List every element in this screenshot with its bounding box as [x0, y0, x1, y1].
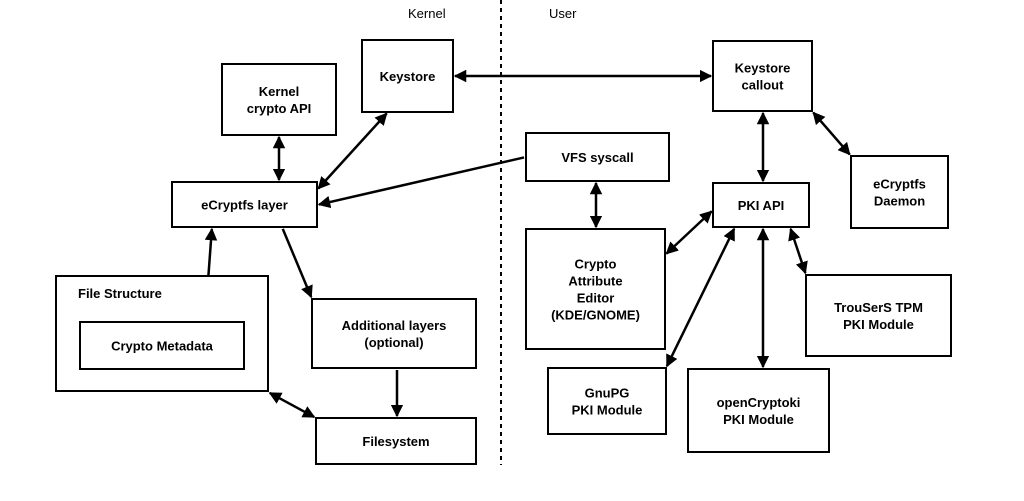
node-pki-api[interactable]: PKI API: [712, 182, 810, 228]
node-label: PKI Module: [572, 403, 643, 418]
node-label: PKI API: [738, 198, 784, 213]
zone-label-kernel: Kernel: [408, 6, 446, 21]
node-label: Keystore: [735, 61, 791, 76]
node-keystore-callout[interactable]: Keystore callout: [712, 40, 813, 112]
node-label: eCryptfs layer: [201, 198, 288, 213]
node-label: Crypto Metadata: [111, 339, 214, 354]
node-label: Attribute: [568, 274, 622, 289]
node-label: Daemon: [874, 194, 925, 209]
node-filesystem[interactable]: Filesystem: [315, 417, 477, 465]
node-label: crypto API: [247, 101, 312, 116]
node-label: Crypto: [575, 257, 617, 272]
edge-pki-api-to-crypto-attribute-editor: [665, 210, 713, 255]
node-label: PKI Module: [723, 412, 794, 427]
node-label: GnuPG: [585, 386, 630, 401]
node-label: VFS syscall: [561, 150, 633, 165]
edge-ecryptfs-layer-to-keystore: [317, 112, 388, 190]
node-label: Additional layers: [342, 318, 447, 333]
node-label: openCryptoki: [717, 395, 801, 410]
node-ecryptfs-layer[interactable]: eCryptfs layer: [171, 181, 318, 228]
node-vfs-syscall[interactable]: VFS syscall: [525, 132, 670, 182]
node-label: Kernel: [259, 84, 299, 99]
node-label: PKI Module: [843, 317, 914, 332]
node-label: File Structure: [78, 286, 162, 301]
edge-file-structure-to-filesystem: [268, 391, 316, 419]
node-crypto-metadata[interactable]: Crypto Metadata: [79, 321, 245, 370]
node-label: Filesystem: [362, 434, 429, 449]
node-gnupg[interactable]: GnuPG PKI Module: [547, 367, 667, 435]
edge-vfs-syscall-to-ecryptfs-layer: [317, 156, 525, 209]
node-label: eCryptfs: [873, 177, 926, 192]
node-label: callout: [742, 78, 785, 93]
edge-keystore-callout-to-ecryptfs-daemon: [812, 111, 851, 156]
node-label: Editor: [577, 291, 615, 306]
node-label: (KDE/GNOME): [551, 308, 640, 323]
zone-label-user: User: [549, 6, 577, 21]
node-keystore[interactable]: Keystore: [361, 39, 454, 113]
edge-ecryptfs-layer-to-additional-layers: [281, 228, 313, 299]
node-label: Keystore: [380, 69, 436, 84]
node-kernel-crypto-api[interactable]: Kernel crypto API: [221, 63, 337, 136]
node-label: TrouSerS TPM: [834, 300, 923, 315]
node-label: (optional): [364, 335, 423, 350]
node-additional-layers[interactable]: Additional layers (optional): [311, 298, 477, 369]
edge-pki-api-to-trousers-tpm: [788, 227, 808, 275]
node-trousers-tpm[interactable]: TrouSerS TPM PKI Module: [805, 274, 952, 357]
edge-pki-api-to-gnupg: [665, 227, 736, 368]
